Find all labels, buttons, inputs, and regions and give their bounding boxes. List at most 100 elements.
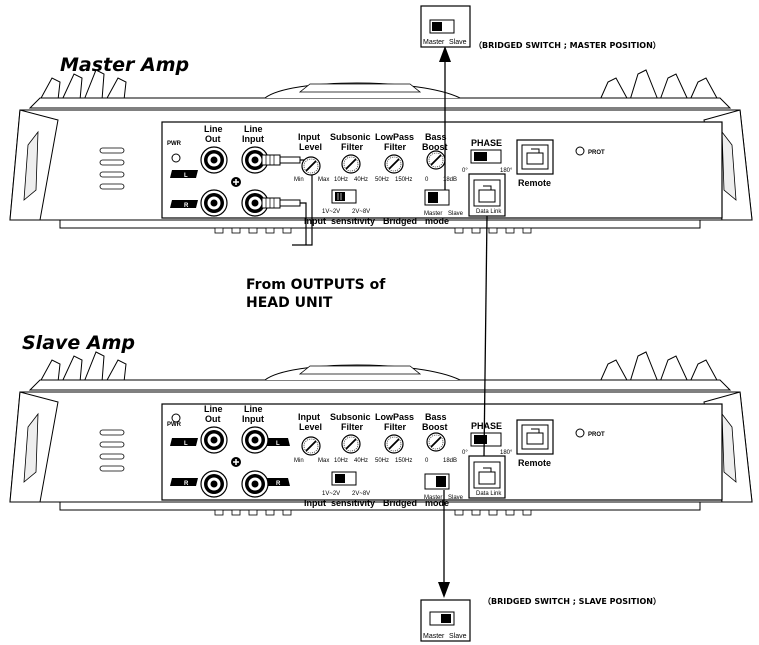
input-level-knob[interactable] (301, 156, 321, 176)
line-out-right-jack[interactable] (200, 189, 228, 217)
svg-text:2V~8V: 2V~8V (352, 209, 370, 215)
line-input-left-jack[interactable] (241, 426, 269, 454)
line-input-label-1: Line (244, 124, 263, 134)
right-channel-badge (170, 200, 198, 208)
svg-text:Filter: Filter (341, 422, 364, 432)
svg-text:Slave: Slave (449, 633, 467, 640)
line-input-label-2: Input (242, 134, 264, 144)
line-out-label-2: Out (205, 134, 221, 144)
line-input-right-jack[interactable] (241, 470, 269, 498)
left-channel-badge (170, 438, 198, 446)
svg-text:Remote: Remote (518, 458, 551, 468)
svg-text:Out: Out (205, 414, 221, 424)
svg-text:sensitivity: sensitivity (331, 216, 375, 226)
svg-text:180°: 180° (500, 450, 513, 456)
svg-text:150Hz: 150Hz (395, 177, 412, 183)
svg-text:PHASE: PHASE (471, 138, 502, 148)
master-switch-callout: Master Slave (420, 5, 471, 48)
prot-led (575, 428, 585, 438)
svg-text:PROT: PROT (588, 432, 605, 438)
svg-text:40Hz: 40Hz (354, 177, 368, 183)
svg-text:R: R (184, 481, 189, 487)
head-unit-label-2: HEAD UNIT (246, 295, 333, 311)
svg-text:18dB: 18dB (443, 458, 457, 464)
svg-text:Filter: Filter (341, 142, 364, 152)
svg-text:LowPass: LowPass (375, 412, 414, 422)
svg-text:Boost: Boost (422, 142, 448, 152)
svg-text:R: R (184, 203, 189, 209)
svg-text:Bass: Bass (425, 132, 447, 142)
svg-text:Input: Input (242, 414, 264, 424)
arrow-down-icon (438, 582, 450, 598)
svg-text:40Hz: 40Hz (354, 458, 368, 464)
svg-text:Line: Line (244, 404, 263, 414)
bass-boost-knob[interactable] (426, 150, 446, 170)
svg-text:10Hz: 10Hz (334, 177, 348, 183)
svg-text:PROT: PROT (588, 150, 605, 156)
svg-text:Line: Line (204, 404, 223, 414)
svg-text:sensitivity: sensitivity (331, 498, 375, 508)
master-switch-note: （BRIDGED SWITCH ; MASTER POSITION） (474, 40, 661, 50)
svg-text:Level: Level (299, 142, 322, 152)
line-out-label-1: Line (204, 124, 223, 134)
right-channel-badge (170, 478, 198, 486)
svg-text:Min: Min (294, 177, 304, 183)
pwr-label: PWR (167, 141, 182, 147)
bass-boost-knob[interactable] (426, 432, 446, 452)
svg-text:Filter: Filter (384, 142, 407, 152)
line-out-left-jack[interactable] (200, 426, 228, 454)
svg-text:PWR: PWR (167, 422, 182, 428)
svg-text:2V~8V: 2V~8V (352, 491, 370, 497)
svg-text:50Hz: 50Hz (375, 177, 389, 183)
svg-text:50Hz: 50Hz (375, 458, 389, 464)
svg-text:Bridged: Bridged (383, 498, 417, 508)
svg-text:Master: Master (423, 633, 445, 640)
lowpass-filter-knob[interactable] (384, 154, 404, 174)
line-out-right-jack[interactable] (200, 470, 228, 498)
subsonic-filter-knob[interactable] (341, 154, 361, 174)
svg-text:Slave: Slave (448, 211, 464, 217)
slave-amp (9, 351, 753, 516)
svg-text:R: R (276, 481, 281, 487)
svg-text:Data Link: Data Link (476, 491, 502, 497)
svg-text:Bass: Bass (425, 412, 447, 422)
svg-text:Remote: Remote (518, 178, 551, 188)
svg-text:Input: Input (298, 132, 320, 142)
svg-text:Slave: Slave (448, 495, 464, 501)
master-amp (9, 69, 753, 234)
svg-text:Subsonic: Subsonic (330, 132, 371, 142)
svg-text:Master: Master (424, 495, 442, 501)
svg-text:Input: Input (298, 412, 320, 422)
svg-text:PHASE: PHASE (471, 421, 502, 431)
svg-text:mode: mode (425, 216, 449, 226)
svg-text:Input: Input (304, 216, 326, 226)
svg-text:180°: 180° (500, 168, 513, 174)
svg-text:0: 0 (425, 177, 429, 183)
svg-text:150Hz: 150Hz (395, 458, 412, 464)
svg-text:Level: Level (299, 422, 322, 432)
svg-text:1V~2V: 1V~2V (322, 491, 340, 497)
arrow-up-icon (439, 46, 451, 62)
line-out-left-jack[interactable] (200, 146, 228, 174)
slave-amp-title: Slave Amp (22, 332, 135, 354)
pwr-led (171, 413, 181, 423)
svg-text:1V~2V: 1V~2V (322, 209, 340, 215)
svg-text:Boost: Boost (422, 422, 448, 432)
rca-plug-cables (261, 154, 313, 246)
svg-text:0: 0 (425, 458, 429, 464)
svg-text:LowPass: LowPass (375, 132, 414, 142)
svg-text:Bridged: Bridged (383, 216, 417, 226)
master-amp-title: Master Amp (60, 54, 189, 76)
svg-text:Filter: Filter (384, 422, 407, 432)
svg-text:Master: Master (423, 39, 445, 46)
input-level-knob[interactable] (301, 436, 321, 456)
svg-text:Master: Master (424, 211, 442, 217)
slave-switch-note: （BRIDGED SWITCH ; SLAVE POSITION） (483, 596, 661, 606)
lowpass-filter-knob[interactable] (384, 434, 404, 454)
svg-text:L: L (276, 441, 280, 447)
svg-text:L: L (184, 173, 188, 179)
head-unit-label-1: From OUTPUTS of (246, 277, 386, 293)
data-link-cable (483, 215, 488, 457)
subsonic-filter-knob[interactable] (341, 434, 361, 454)
